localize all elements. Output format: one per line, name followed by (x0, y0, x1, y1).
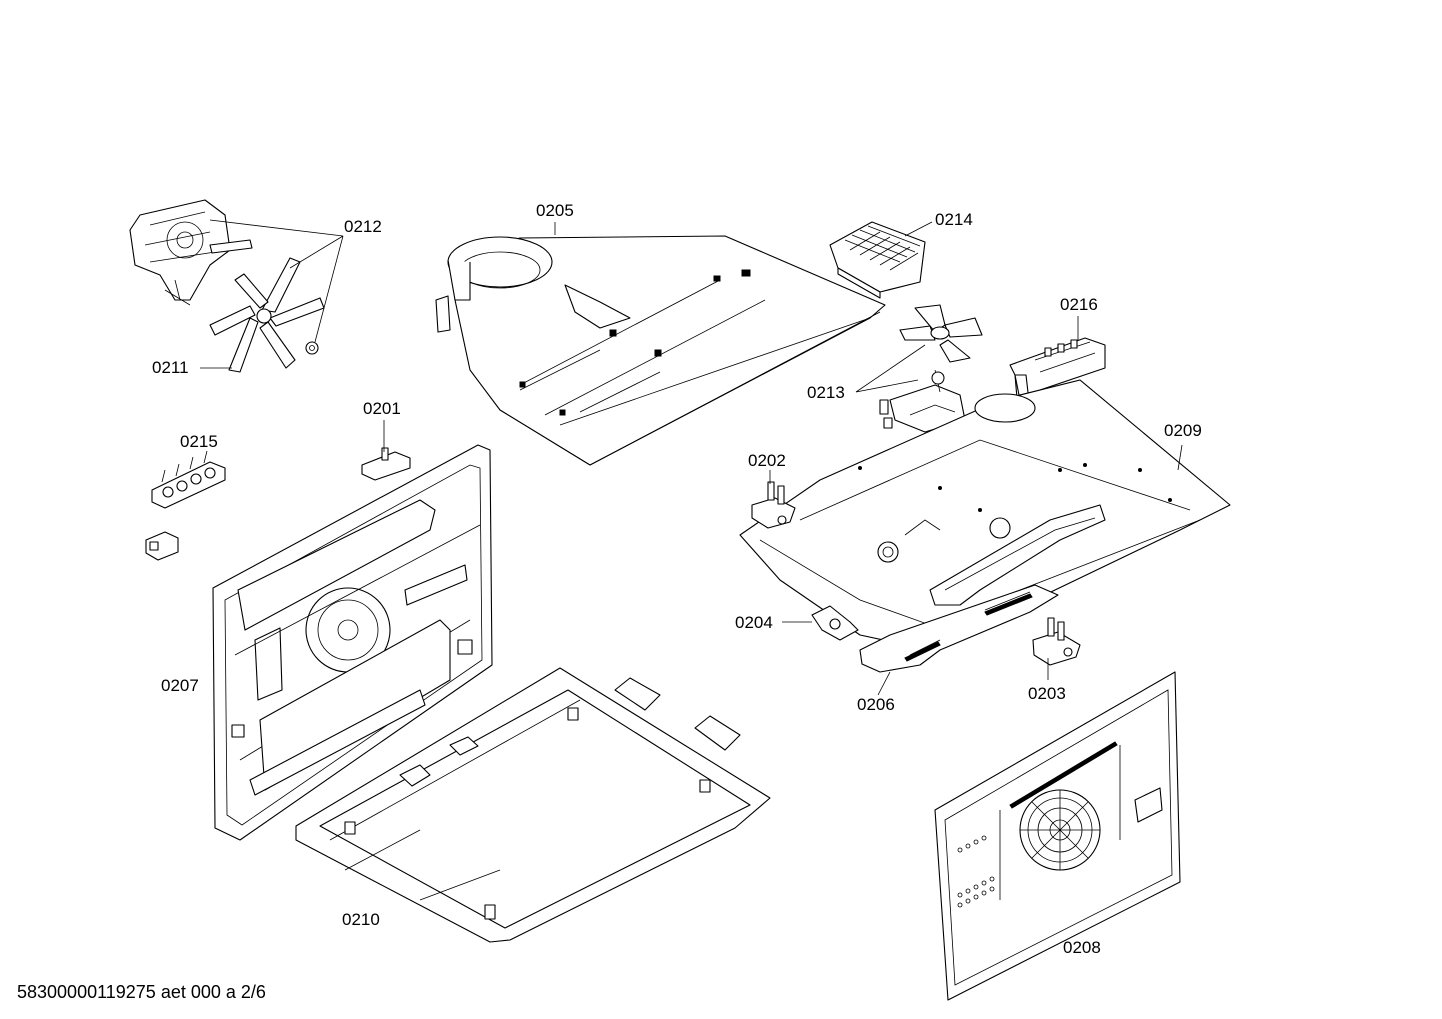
label-0211: 0211 (152, 358, 189, 377)
air-duct-0205 (435, 235, 886, 466)
label-0203: 0203 (1028, 684, 1066, 703)
label-0201: 0201 (363, 399, 401, 418)
thermostat-0203 (1032, 617, 1081, 666)
label-0204: 0204 (735, 613, 773, 632)
leader-0214 (904, 221, 933, 237)
fan-motor-0212 (129, 199, 253, 306)
small-fan-0213 (879, 304, 983, 433)
bracket-0204 (811, 605, 859, 641)
label-0206: 0206 (857, 695, 895, 714)
thermostat-0202 (751, 481, 796, 529)
fan-cover-0208 (934, 671, 1181, 1001)
label-0209: 0209 (1164, 421, 1202, 440)
label-0214: 0214 (935, 210, 973, 229)
label-0213: 0213 (807, 383, 845, 402)
document-reference: 58300000119275 aet 000 a 2/6 (17, 982, 266, 1002)
connector-0215 (145, 531, 179, 561)
label-0210: 0210 (342, 910, 380, 929)
label-0216: 0216 (1060, 295, 1098, 314)
label-0208: 0208 (1063, 938, 1101, 957)
label-0207: 0207 (161, 676, 199, 695)
label-0212: 0212 (344, 217, 382, 236)
switch-0201 (361, 447, 411, 481)
label-0215: 0215 (180, 432, 218, 451)
fan-blade-0211 (209, 257, 325, 373)
heater-plate-0206 (859, 584, 1059, 673)
nut-0212 (305, 341, 319, 355)
grille-0214 (829, 221, 926, 299)
leader-0213 (855, 344, 926, 393)
base-plate-0209 (739, 379, 1231, 651)
bottom-tray-0210 (295, 667, 771, 943)
rear-panel-0207 (212, 444, 493, 841)
leader-0209 (1177, 444, 1183, 471)
label-0202: 0202 (748, 451, 786, 470)
leader-0206 (877, 671, 891, 696)
label-0205: 0205 (536, 201, 574, 220)
leaders-0212-0211 (200, 219, 344, 369)
terminal-strip-0215 (151, 450, 226, 509)
